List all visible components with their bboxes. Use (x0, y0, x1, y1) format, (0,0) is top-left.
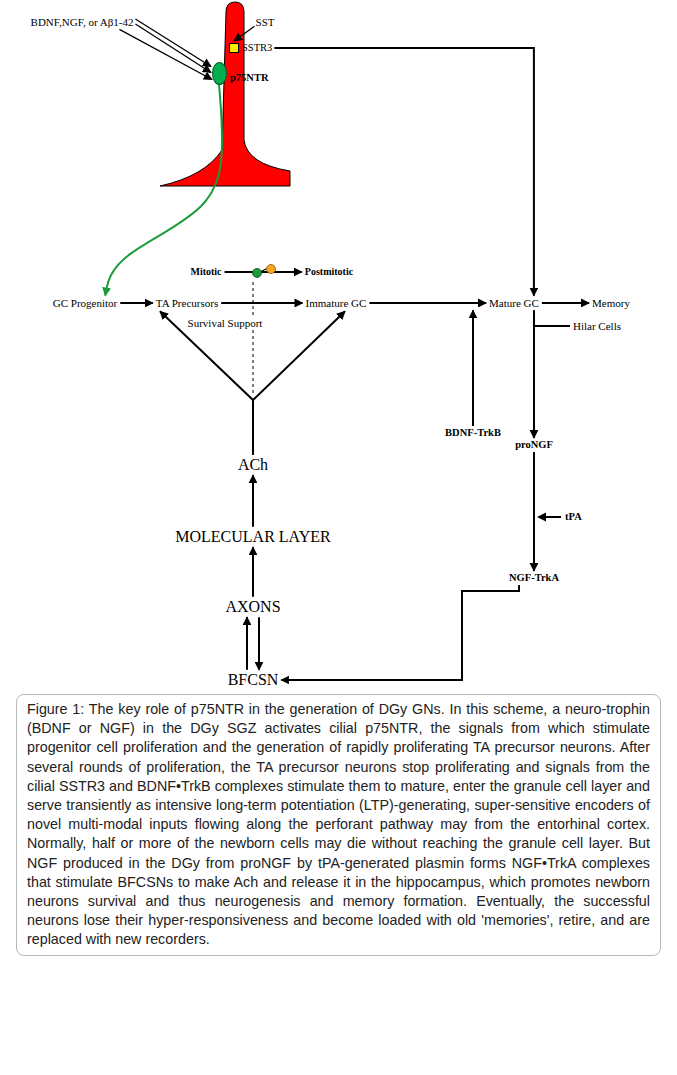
connector-arrow (221, 302, 302, 304)
connector-arrow (533, 310, 535, 438)
connector-arrow (234, 26, 255, 41)
complex-label: NGF-TrkA (509, 572, 559, 584)
node-text: Memory (592, 297, 630, 310)
stage-label: Mitotic (190, 266, 221, 278)
node-text: Survival Support (188, 317, 263, 330)
node-text: Mature GC (489, 297, 539, 310)
stage-label: Postmitotic (305, 266, 353, 278)
figure-caption: Figure 1: The key role of p75NTR in the … (16, 694, 661, 956)
sstr3-square (229, 43, 239, 53)
node-text: p75NTR (230, 72, 269, 84)
cell-stage: Memory (592, 297, 630, 310)
node-text: BDNF-TrkB (445, 427, 501, 439)
enzyme-label: tPA (565, 511, 582, 523)
connector-arrow (252, 547, 254, 597)
dashed-divider (253, 282, 254, 394)
primary-cilium (160, 2, 290, 186)
connector-arrow (258, 617, 260, 670)
node-text: TA Precursors (156, 297, 218, 310)
connector-arrow (369, 302, 486, 304)
connector-arrow (120, 302, 153, 304)
p75-ellipse (212, 62, 227, 85)
note-label: Survival Support (186, 317, 265, 330)
node-text: Mitotic (190, 266, 221, 278)
cell-stage: Immature GC (306, 297, 367, 310)
ligand-label: SST (256, 16, 275, 29)
structure-label: ACh (238, 456, 268, 474)
connector-arrow (472, 310, 474, 426)
receptor-box: SSTR3 (229, 42, 272, 54)
cell-stage: Mature GC (489, 297, 539, 310)
node-text: Postmitotic (305, 266, 353, 278)
signal-arrow (105, 85, 222, 296)
cell-stage: GC Progenitor (53, 297, 117, 310)
connector-arrow (253, 311, 345, 454)
node-text: AXONS (225, 598, 280, 616)
mitotic-dot (253, 269, 262, 278)
node-layer: BDNF,NGF, or Aβ1-42 SST SSTR3 p75NTR Mitotic… (0, 0, 677, 690)
connector-arrow (119, 29, 212, 79)
node-text: Hilar Cells (573, 320, 621, 333)
cilium-illustration (0, 0, 677, 690)
structure-label: AXONS (225, 598, 280, 616)
structure-label: BFCSN (228, 671, 279, 689)
node-text: Immature GC (306, 297, 367, 310)
node-text: MOLECULAR LAYER (175, 528, 330, 546)
connector-arrow (542, 302, 589, 304)
tpa-arrowhead (537, 513, 546, 522)
connector-arrow (533, 452, 535, 571)
postmitotic-dot (267, 265, 276, 274)
ligand-label: BDNF,NGF, or Aβ1-42 (31, 16, 134, 29)
connector-layer (0, 0, 677, 690)
connector-arrow (281, 585, 519, 680)
factor-label: proNGF (515, 439, 553, 451)
receptor-ellipse: p75NTR (212, 62, 269, 85)
node-text: SST (256, 16, 275, 29)
node-text: proNGF (515, 439, 553, 451)
connector-arrow (252, 475, 254, 527)
node-text: GC Progenitor (53, 297, 117, 310)
node-text: tPA (565, 511, 582, 523)
structure-label: MOLECULAR LAYER (175, 528, 330, 546)
connector-arrow (160, 311, 253, 454)
cell-stage: Hilar Cells (573, 320, 621, 333)
node-text: BFCSN (228, 671, 279, 689)
cell-stage: TA Precursors (156, 297, 218, 310)
node-text: BDNF,NGF, or Aβ1-42 (31, 16, 134, 29)
connector-arrow (225, 271, 302, 273)
connector-arrow (135, 19, 211, 67)
connector-arrow (246, 617, 248, 670)
node-text: NGF-TrkA (509, 572, 559, 584)
node-text: SSTR3 (242, 42, 272, 54)
decoration-layer (0, 0, 677, 690)
tpa-arrow (545, 516, 561, 518)
node-text: ACh (238, 456, 268, 474)
complex-label: BDNF-TrkB (445, 427, 501, 439)
connector-arrow (135, 24, 211, 73)
connector-arrow (274, 48, 534, 296)
connector-arrow (534, 310, 570, 326)
